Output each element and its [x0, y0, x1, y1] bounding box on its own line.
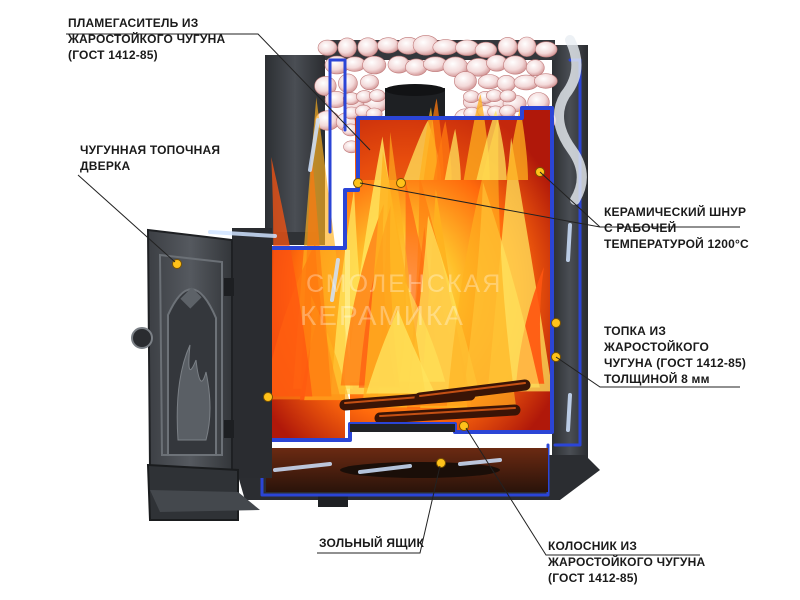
airflow-arrows: [208, 118, 572, 474]
marker-firebox-side: [551, 318, 561, 328]
foot-left: [318, 495, 348, 507]
steam: [553, 35, 587, 205]
label-flame-arrester-line-1: ПЛАМЕГАСИТЕЛЬ ИЗ: [68, 16, 199, 30]
leader-grate: [465, 427, 700, 556]
airflow-arrow: [208, 230, 277, 238]
label-door: ЧУГУННАЯ ТОПОЧНАЯ ДВЕРКА: [80, 142, 220, 174]
sauna-stone: [362, 55, 387, 75]
grate-bar: [350, 424, 455, 432]
chimney-pipe-top: [385, 84, 445, 96]
airflow-arrow: [566, 393, 572, 432]
label-firebox-line-1: ТОПКА ИЗ: [604, 324, 667, 338]
leader-flame-arrester: [66, 33, 371, 151]
door-hinge-top: [224, 278, 234, 296]
marker-cord-mid: [396, 178, 406, 188]
sauna-stone: [453, 71, 477, 91]
flame-tongue: [419, 107, 438, 180]
flame-tongue: [446, 115, 517, 408]
firewood-ember: [379, 407, 516, 417]
firewood: [339, 379, 531, 424]
label-door-line-2: ДВЕРКА: [80, 159, 131, 173]
airflow-arrow: [308, 118, 320, 172]
leader-door: [77, 174, 176, 263]
label-ceramic-cord-line-3: ТЕМПЕРАТУРОЙ 1200°С: [604, 237, 749, 251]
callout-markers: [172, 167, 561, 468]
firewood-log: [414, 379, 531, 404]
sauna-stone: [525, 59, 545, 77]
label-firebox: ТОПКА ИЗ ЖАРОСТОЙКОГО ЧУГУНА (ГОСТ 1412-…: [604, 323, 746, 387]
door-hinge-bottom: [224, 420, 234, 438]
flame-tongue: [433, 121, 452, 180]
sauna-stone: [337, 37, 357, 58]
door-ornament: [180, 287, 202, 309]
steam-wisp: [553, 35, 587, 205]
airflow-arrow: [330, 258, 340, 302]
label-ceramic-cord-line-2: С РАБОЧЕЙ: [604, 221, 677, 235]
label-grate: КОЛОСНИК ИЗ ЖАРОСТОЙКОГО ЧУГУНА (ГОСТ 14…: [548, 538, 705, 586]
label-firebox-line-3: ЧУГУНА (ГОСТ 1412-85): [604, 356, 747, 370]
watermark-line-2: КЕРАМИКА: [300, 300, 465, 331]
label-grate-line-1: КОЛОСНИК ИЗ: [548, 539, 638, 553]
leader-ash: [317, 465, 441, 554]
firewood-ember: [419, 382, 526, 397]
marker-floor: [263, 392, 273, 402]
label-flame-arrester: ПЛАМЕГАСИТЕЛЬ ИЗ ЖАРОСТОЙКОГО ЧУГУНА (ГО…: [68, 15, 225, 63]
cast-iron-door: [131, 228, 272, 521]
flame-tongue: [362, 151, 427, 404]
door-flame-relief: [176, 344, 211, 441]
label-grate-line-2: ЖАРОСТОЙКОГО ЧУГУНА: [548, 555, 706, 569]
flame-tongue: [267, 157, 313, 397]
sauna-stone: [499, 89, 517, 103]
label-firebox-line-4: ТОЛЩИНОЙ 8 мм: [604, 372, 710, 386]
leader-cord-b: [539, 171, 601, 228]
label-door-line-1: ЧУГУННАЯ ТОПОЧНАЯ: [80, 143, 221, 157]
lining-inner: [260, 106, 554, 442]
leader-firebox: [555, 356, 740, 388]
airflow-arrow: [358, 464, 412, 474]
label-ceramic-cord-line-1: КЕРАМИЧЕСКИЙ ШНУР: [604, 205, 747, 219]
sauna-stone: [338, 73, 358, 94]
label-ceramic-cord: КЕРАМИЧЕСКИЙ ШНУР С РАБОЧЕЙ ТЕМПЕРАТУРОЙ…: [604, 204, 749, 252]
ash-door-shelf: [150, 490, 260, 512]
airflow-arrow: [458, 458, 502, 466]
flame-tongue: [366, 309, 436, 394]
lining-outer-left: [328, 58, 347, 234]
grate: [350, 424, 455, 432]
flames: [263, 94, 553, 409]
sauna-stone: [360, 74, 379, 91]
sauna-stone: [533, 73, 558, 89]
label-flame-arrester-line-3: (ГОСТ 1412-85): [68, 48, 158, 62]
ash-box: [266, 448, 548, 492]
flame-tongue: [476, 110, 507, 180]
label-grate-line-3: (ГОСТ 1412-85): [548, 571, 638, 585]
label-ash-box-line-1: ЗОЛЬНЫЙ ЯЩИК: [319, 536, 425, 550]
sauna-stone: [474, 41, 498, 58]
firewood-log: [374, 404, 521, 424]
label-firebox-line-2: ЖАРОСТОЙКОГО: [604, 340, 710, 354]
leader-lines: [66, 33, 740, 556]
firebox: [262, 94, 553, 440]
flame-tongue: [444, 128, 461, 180]
sauna-stone: [317, 39, 338, 56]
label-flame-arrester-line-2: ЖАРОСТОЙКОГО ЧУГУНА: [68, 32, 226, 46]
airflow-arrow: [566, 223, 572, 262]
door-frame: [232, 228, 272, 478]
flame-tongue: [300, 149, 332, 397]
marker-ash: [436, 458, 446, 468]
sauna-stone: [534, 41, 558, 58]
airflow-arrow: [273, 462, 332, 472]
watermark-line-1: СМОЛЕНСКАЯ: [306, 270, 503, 298]
flame-tongue: [506, 107, 528, 180]
door-inner-panel: [158, 253, 223, 456]
label-ash-box: ЗОЛЬНЫЙ ЯЩИК: [319, 535, 424, 551]
door-handle: [131, 327, 153, 349]
